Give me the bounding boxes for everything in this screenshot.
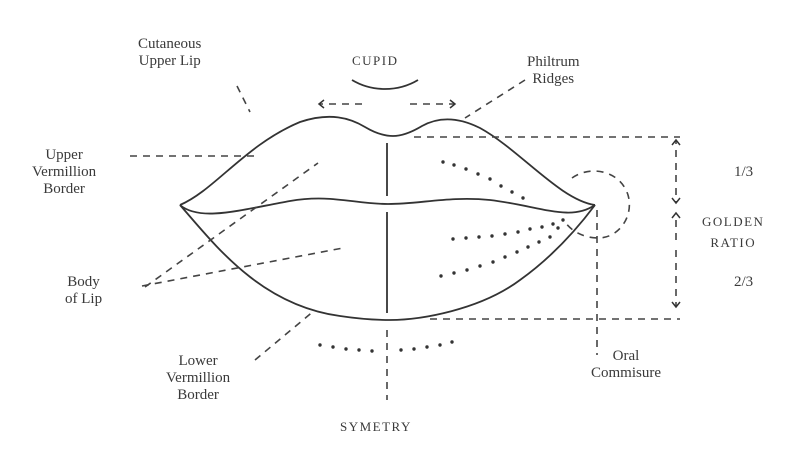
body-leader-lower	[141, 247, 344, 287]
label-ratio-one-third: 1/3	[734, 164, 754, 180]
lower-vermillion-leader	[254, 309, 316, 361]
upper-lip-outline	[179, 115, 596, 206]
label-line: Upper Lip	[138, 53, 201, 69]
label-body-of-lip: Body of Lip	[65, 274, 102, 308]
label-line: Vermillion	[32, 164, 97, 180]
label-philtrum-ridges: Philtrum Ridges	[527, 54, 580, 88]
chin-dots	[318, 340, 454, 353]
label-cutaneous-upper-lip: Cutaneous Upper Lip	[138, 36, 201, 70]
label-line: Ridges	[532, 71, 575, 87]
lip-parting-line	[179, 197, 596, 215]
label-line: Upper	[45, 147, 83, 163]
label-line: Border	[43, 181, 85, 197]
label-line: Body	[67, 274, 100, 290]
lower-lip-outline	[179, 204, 596, 321]
label-line: Lower	[178, 353, 218, 369]
lower-lip-dots-lower	[439, 235, 552, 278]
label-line: Border	[177, 387, 219, 403]
label-lower-vermillion-border: Lower Vermillion Border	[166, 353, 230, 404]
label-ratio-two-thirds: 2/3	[734, 274, 754, 290]
label-oral-commisure: Oral Commisure	[591, 348, 661, 382]
cutaneous-leader	[236, 85, 251, 113]
label-line: Oral	[612, 348, 640, 364]
label-line: RATIO	[710, 235, 757, 250]
cupid-bow-curve	[351, 79, 419, 90]
lower-lip-dots-upper	[451, 218, 565, 241]
commisure-circle	[564, 170, 631, 239]
label-golden-ratio: GOLDEN RATIO	[702, 211, 764, 253]
body-leader-upper	[144, 162, 319, 288]
label-symetry: SYMETRY	[340, 419, 412, 434]
label-cupid: CUPID	[352, 53, 399, 68]
philtrum-leader	[464, 79, 526, 119]
label-line: Cutaneous	[138, 36, 202, 52]
label-line: of Lip	[65, 291, 103, 307]
label-line: Commisure	[591, 365, 661, 381]
label-line: GOLDEN	[702, 214, 765, 229]
label-line: Philtrum	[527, 54, 580, 70]
label-line: Vermillion	[166, 370, 231, 386]
label-upper-vermillion-border: Upper Vermillion Border	[32, 147, 96, 198]
philtrum-dots	[441, 160, 525, 200]
